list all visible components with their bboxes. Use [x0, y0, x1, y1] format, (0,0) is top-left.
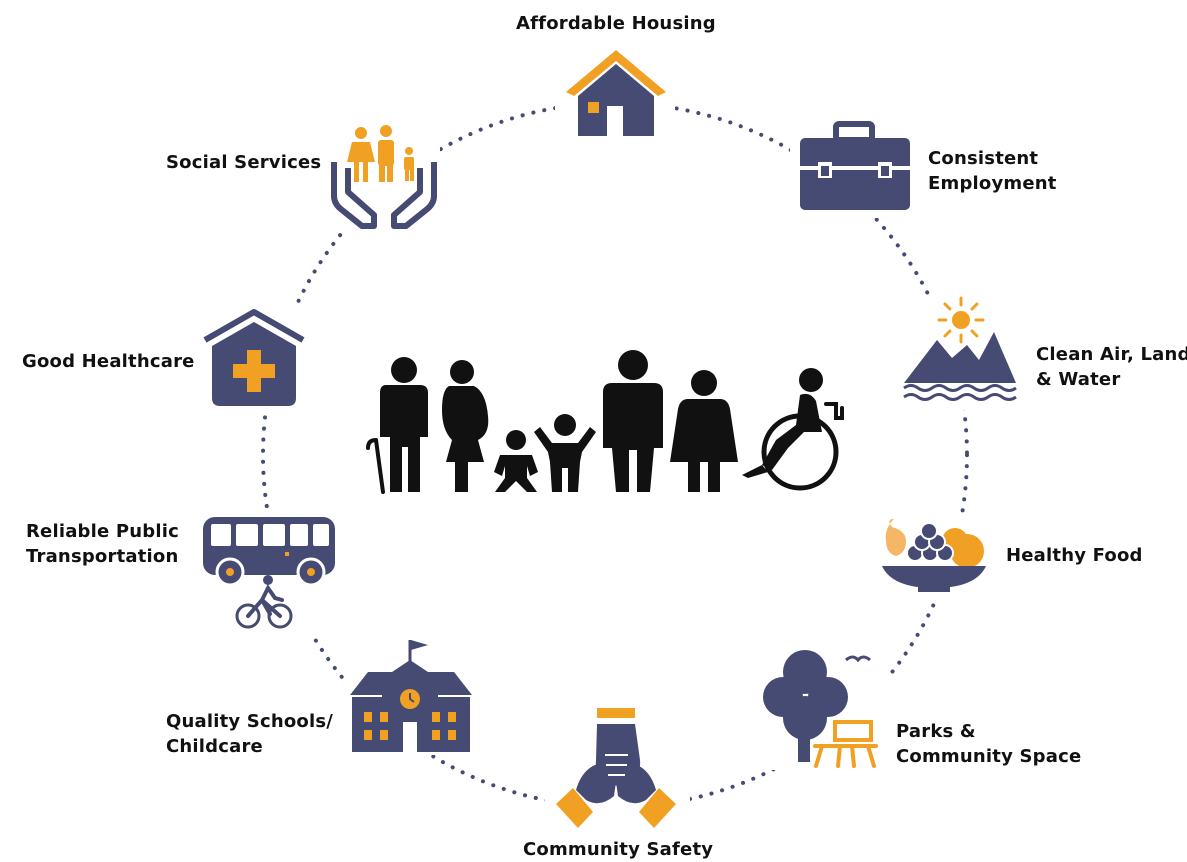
family-in-hands-icon — [331, 125, 437, 229]
diverse-people-group-icon — [366, 350, 844, 494]
label-healthy-food: Healthy Food — [1006, 545, 1143, 566]
dotted-ring — [261, 101, 969, 809]
school-building-icon — [350, 640, 472, 752]
label-social-services: Social Services — [166, 152, 322, 173]
house-icon — [566, 50, 666, 136]
label-affordable-housing: Affordable Housing — [516, 13, 716, 34]
label-good-healthcare: Good Healthcare — [22, 351, 195, 372]
label-parks-community-space: Parks & Community Space — [896, 721, 1082, 767]
label-clean-air-land-water: Clean Air, Land & Water — [1036, 344, 1187, 390]
hospital-cross-icon — [203, 309, 305, 406]
bus-bicycle-icon — [203, 517, 335, 629]
mountains-sun-water-icon — [903, 296, 1017, 401]
joined-hands-icon — [556, 708, 676, 828]
briefcase-icon — [800, 121, 910, 210]
label-consistent-employment: Consistent Employment — [928, 148, 1057, 194]
label-reliable-public-transportation: Reliable Public Transportation — [26, 521, 179, 567]
label-community-safety: Community Safety — [523, 839, 714, 860]
label-quality-schools-childcare: Quality Schools/ Childcare — [166, 711, 334, 757]
tree-bench-icon — [763, 650, 878, 768]
fruit-bowl-icon — [882, 519, 986, 592]
